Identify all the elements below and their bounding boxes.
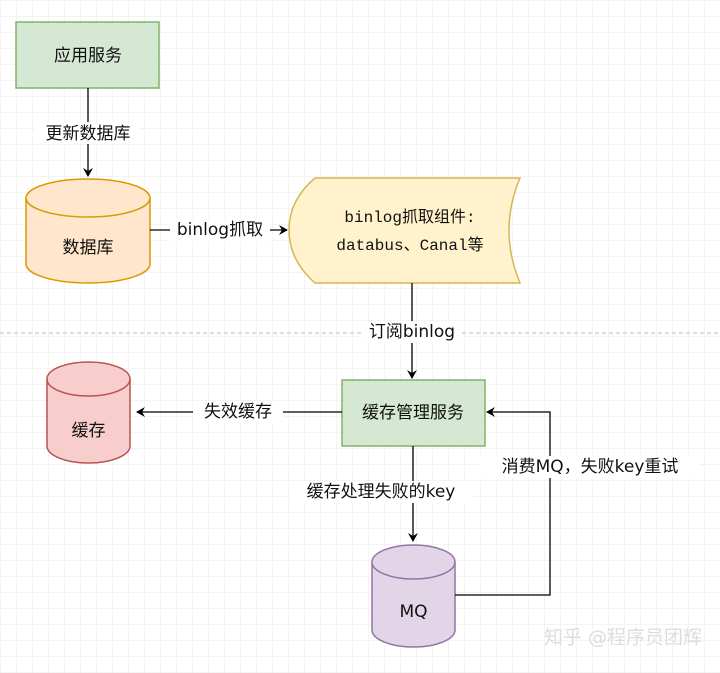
edge-label-bg [193, 401, 283, 423]
edge-label-bg [290, 481, 472, 503]
edge-label-update-db: 更新数据库 [46, 124, 131, 144]
edge-label-bg [480, 456, 700, 478]
edge-label-bg [362, 321, 462, 343]
edge-label-subscribe-binlog: 订阅binlog [369, 322, 455, 342]
edge-label-bg [36, 122, 140, 144]
binlog-component-label-2: databus、Canal等 [336, 236, 483, 255]
cache-manager-node[interactable]: 缓存管理服务 [341, 379, 486, 447]
binlog-component-node[interactable]: binlog抓取组件: databus、Canal等 [288, 177, 522, 284]
mq-node[interactable]: MQ [371, 544, 456, 648]
cache-label: 缓存 [72, 421, 106, 441]
edge-retry [455, 407, 551, 596]
app-service-node[interactable]: 应用服务 [15, 21, 160, 89]
edge-label-failed-keys: 缓存处理失败的key [307, 482, 456, 502]
watermark: 知乎 @程序员团辉 [544, 627, 702, 649]
app-service-label: 应用服务 [54, 46, 122, 66]
binlog-component-label-1: binlog抓取组件: [344, 208, 475, 227]
edge-label-binlog-capture: binlog抓取 [177, 220, 263, 240]
edge-label-invalidate-cache: 失效缓存 [204, 402, 272, 422]
cache-manager-label: 缓存管理服务 [362, 403, 464, 423]
mq-label: MQ [399, 602, 427, 622]
edge-label-retry: 消费MQ，失败key重试 [502, 457, 679, 477]
database-node[interactable]: 数据库 [25, 178, 151, 284]
cache-node[interactable]: 缓存 [46, 361, 131, 464]
edge-label-bg [170, 219, 270, 241]
database-label: 数据库 [63, 238, 114, 258]
